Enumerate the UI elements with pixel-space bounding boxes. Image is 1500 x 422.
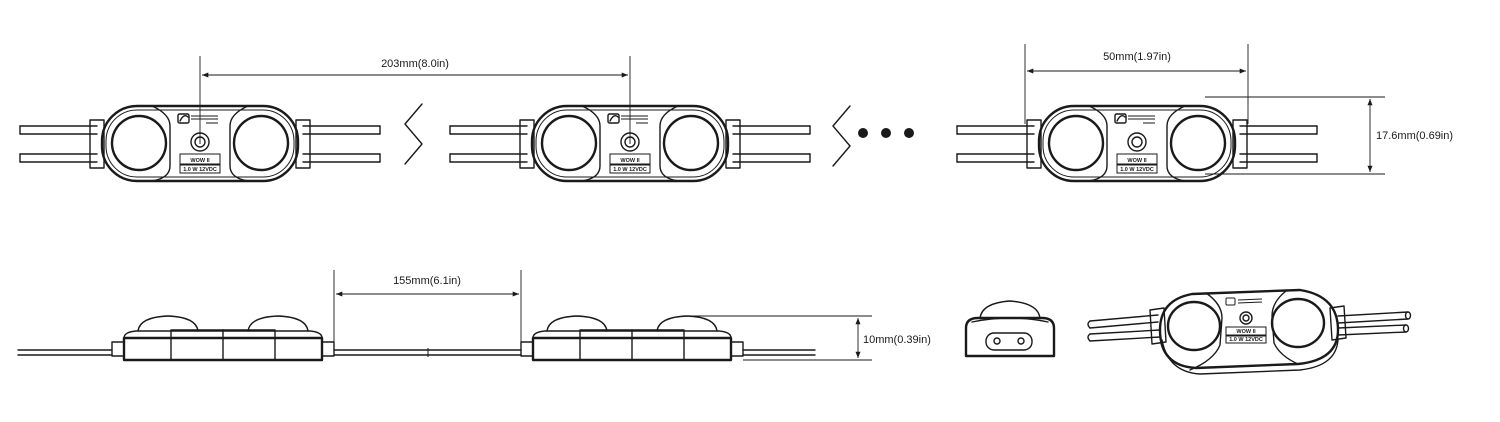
label-module-height: 17.6mm(0.69in) xyxy=(1376,130,1453,142)
label-pitch-top: 203mm(8.0in) xyxy=(381,58,449,70)
module-label-3: WOW II 1.0 W 12VDC xyxy=(1120,158,1154,173)
label-rating-2: 1.0 W 12VDC xyxy=(613,167,647,173)
module-iso-view xyxy=(1087,288,1412,375)
zigzag-break-icon-2 xyxy=(832,105,851,167)
ellipsis-dots-icon xyxy=(858,128,914,138)
label-model-1: WOW II xyxy=(190,158,210,164)
dim-pitch-side: 155mm(6.1in) xyxy=(333,270,522,345)
label-side-height: 10mm(0.39in) xyxy=(863,334,931,346)
module-side-2 xyxy=(519,314,745,362)
label-model-iso: WOW II xyxy=(1236,329,1256,335)
label-rating-1: 1.0 W 12VDC xyxy=(183,167,217,173)
label-rating-iso: 1.0 W 12VDC xyxy=(1229,337,1263,343)
module-side-1 xyxy=(110,314,336,362)
label-model-2: WOW II xyxy=(620,158,640,164)
dim-pitch-top: 203mm(8.0in) xyxy=(199,56,631,144)
dim-side-height: 10mm(0.39in) xyxy=(690,315,931,361)
label-model-3: WOW II xyxy=(1127,158,1147,164)
label-module-width: 50mm(1.97in) xyxy=(1103,51,1171,63)
module-label-1: WOW II 1.0 W 12VDC xyxy=(183,158,217,173)
label-pitch-side: 155mm(6.1in) xyxy=(393,275,461,287)
module-label-iso: WOW II 1.0 W 12VDC xyxy=(1229,329,1263,343)
module-end-view xyxy=(964,300,1056,358)
label-rating-3: 1.0 W 12VDC xyxy=(1120,167,1154,173)
dim-module-height: 17.6mm(0.69in) xyxy=(1205,96,1453,175)
module-label-2: WOW II 1.0 W 12VDC xyxy=(613,158,647,173)
zigzag-break-icon xyxy=(404,103,423,165)
dim-module-width: 50mm(1.97in) xyxy=(1024,44,1249,124)
